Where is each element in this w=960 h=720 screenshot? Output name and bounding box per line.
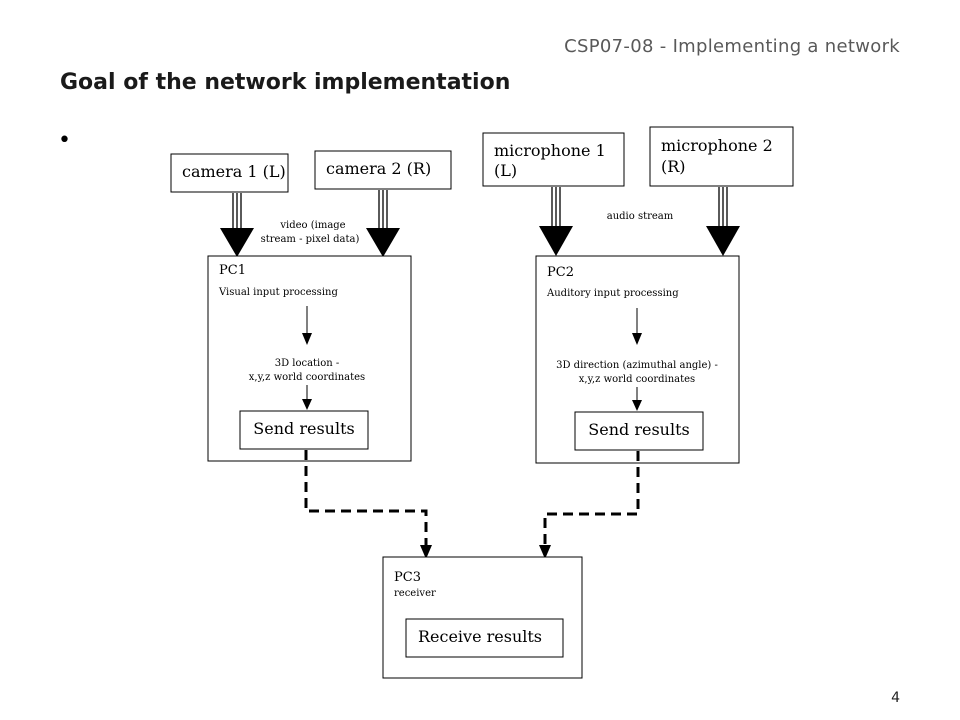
pc3-title: PC3: [394, 570, 421, 585]
microphone-2-label-line2: (R): [661, 157, 686, 176]
pc2-result-arrow: [632, 387, 642, 411]
microphone-1-label-line1: microphone 1: [494, 141, 606, 160]
pc2-process-arrow: [632, 308, 642, 345]
pc1-output-line2: x,y,z world coordinates: [249, 372, 365, 383]
pc1-result-arrow: [302, 385, 312, 410]
pc2-send-results: Send results: [588, 420, 689, 439]
camera-1-stream-arrow: [220, 193, 254, 257]
bullet-point: •: [58, 128, 71, 153]
pc2-subtitle: Auditory input processing: [546, 288, 679, 299]
microphone-2-label-line1: microphone 2: [661, 136, 773, 155]
pc1-to-pc3-connector: [304, 450, 432, 559]
pc2-output-line2: x,y,z world coordinates: [579, 374, 695, 385]
pc1-title: PC1: [219, 263, 246, 278]
microphone-1-label-line2: (L): [494, 161, 517, 180]
camera-2-label: camera 2 (R): [326, 159, 431, 178]
slide-header: CSP07-08 - Implementing a network: [564, 36, 900, 57]
slide-title: Goal of the network implementation: [60, 70, 511, 95]
camera-2-box: camera 2 (R): [314, 150, 452, 190]
page-number: 4: [891, 690, 900, 706]
camera-1-box: camera 1 (L): [170, 153, 289, 193]
pc1-process-arrow: [302, 306, 312, 345]
pc2-title: PC2: [547, 265, 574, 280]
camera-2-stream-arrow: [366, 190, 400, 257]
audio-stream-label: audio stream: [607, 211, 674, 222]
pc1-box: PC1 Visual input processing 3D location …: [207, 255, 412, 462]
pc2-box: PC2 Auditory input processing 3D directi…: [535, 255, 740, 464]
camera-1-label: camera 1 (L): [182, 162, 286, 181]
pc1-subtitle: Visual input processing: [218, 287, 338, 298]
pc1-send-results: Send results: [253, 419, 354, 438]
microphone-1-box: microphone 1 (L): [482, 132, 625, 187]
video-stream-label-line1: video (image: [279, 220, 345, 231]
pc3-box: PC3 receiver Receive results: [382, 556, 583, 679]
pc3-receive-results: Receive results: [418, 627, 542, 646]
pc1-output-line1: 3D location -: [275, 358, 340, 369]
pc2-output-line1: 3D direction (azimuthal angle) -: [556, 360, 718, 371]
pc3-subtitle: receiver: [394, 588, 436, 599]
video-stream-label-line2: stream - pixel data): [261, 234, 360, 245]
microphone-2-stream-arrow: [706, 187, 740, 256]
pc2-to-pc3-connector: [539, 451, 640, 559]
microphone-1-stream-arrow: [539, 187, 573, 256]
microphone-2-box: microphone 2 (R): [649, 126, 794, 187]
